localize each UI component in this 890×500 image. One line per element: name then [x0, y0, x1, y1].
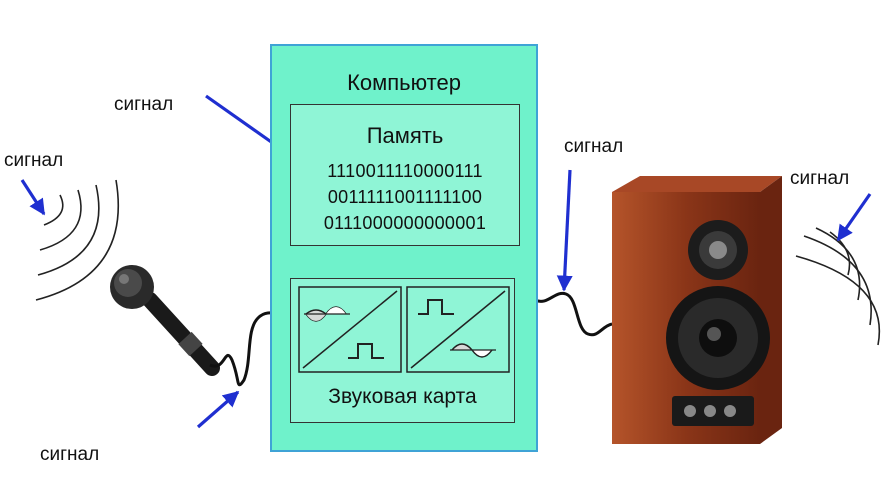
- arrow-to-mic-cable: [196, 390, 240, 429]
- memory-row: 0011111001111100: [327, 187, 483, 207]
- converters: [297, 285, 510, 373]
- memory-row: 0111000000000001: [323, 213, 487, 233]
- signal-label-far-right: сигнал: [790, 168, 850, 189]
- arrow-to-left-waves: [20, 179, 46, 216]
- signal-label-far-left: сигнал: [4, 150, 64, 171]
- memory-title: Память: [366, 123, 444, 148]
- adc-converter: [297, 285, 402, 373]
- signal-arrows: [20, 94, 872, 429]
- arrow-to-right-waves: [836, 193, 872, 242]
- signal-label-mid-left: сигнал: [114, 94, 174, 115]
- speaker: [612, 176, 782, 444]
- sound-card-title: Звуковая карта: [328, 385, 477, 408]
- dac-converter: [405, 285, 510, 373]
- microphone: [110, 265, 220, 376]
- computer-title: Компьютер: [347, 70, 461, 95]
- arrow-to-speaker-cable: [556, 169, 573, 292]
- right-sound-waves: [795, 227, 881, 346]
- memory-block: Память 1110011110000111 0011111001111100…: [290, 104, 520, 246]
- signal-label-mid-right: сигнал: [564, 136, 624, 157]
- signal-label-bottom-left: сигнал: [40, 444, 100, 465]
- sound-card-block: Звуковая карта: [290, 278, 515, 423]
- memory-row: 1110011110000111: [327, 161, 483, 181]
- left-sound-waves: [35, 179, 120, 301]
- computer-block: Компьютер Память 1110011110000111 001111…: [270, 44, 538, 452]
- mic-cable: [209, 310, 293, 387]
